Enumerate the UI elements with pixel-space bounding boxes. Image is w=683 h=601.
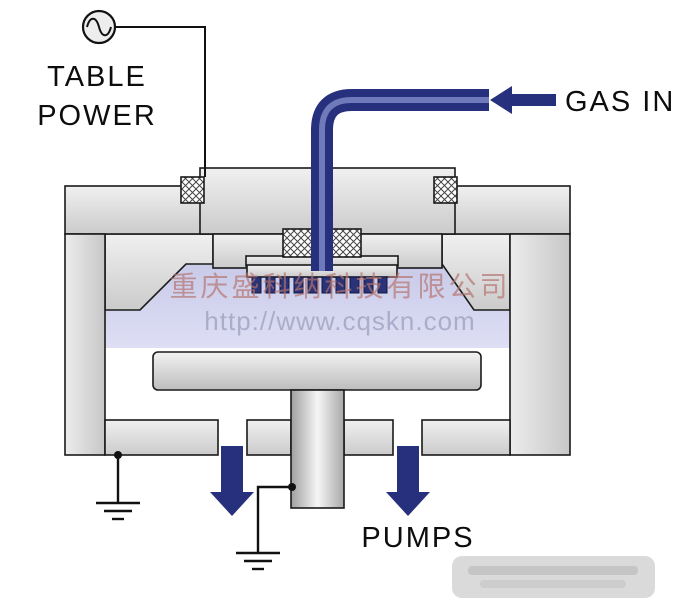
chamber-floor-segment <box>421 419 511 456</box>
wafer-table <box>152 351 482 391</box>
chamber-floor-segment <box>343 419 394 456</box>
pumps-label: PUMPS <box>361 522 474 554</box>
gas-inlet-pipe <box>311 89 489 271</box>
lid-seal-hatch-left <box>180 176 205 204</box>
chamber-wall-right <box>509 233 571 456</box>
lid-seal-hatch-right <box>433 176 458 204</box>
watermark-text: 重庆盛科纳科技有限公司 http://www.cqskn.com <box>169 271 510 336</box>
table-power-label-line2: POWER <box>37 100 157 132</box>
showerhead-nozzles <box>251 276 388 294</box>
chamber-wall-left <box>64 233 106 456</box>
corner-watermark-badge <box>452 556 655 598</box>
gas-in-label: GAS IN <box>565 86 675 118</box>
pump-arrow-left-icon <box>210 446 254 516</box>
watermark-company: 重庆盛科纳科技有限公司 <box>169 271 510 302</box>
ground-symbol-left <box>96 451 140 521</box>
table-pedestal <box>290 389 345 509</box>
gas-in-arrow-icon <box>490 86 556 114</box>
ground-symbol-center <box>236 483 296 571</box>
chamber-floor-segment <box>104 419 219 456</box>
chamber-floor-segment <box>246 419 292 456</box>
power-wire <box>115 26 206 177</box>
table-power-label-line1: TABLE <box>47 61 147 93</box>
pump-arrow-right-icon <box>386 446 430 516</box>
watermark-url: http://www.cqskn.com <box>204 306 475 336</box>
ac-power-source-icon <box>81 9 206 177</box>
